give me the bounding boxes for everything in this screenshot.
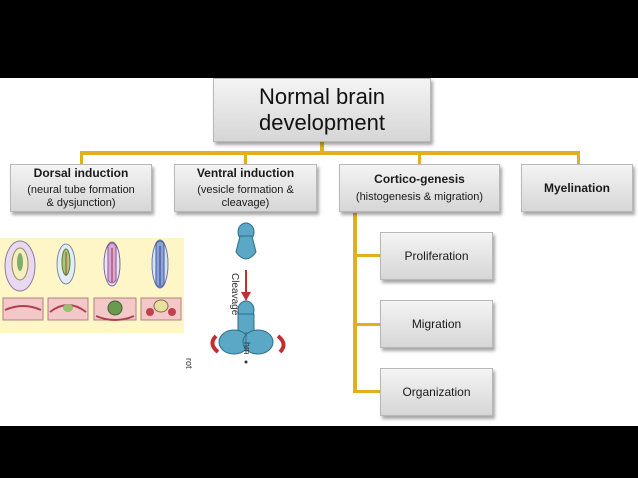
connector-drop-cortico xyxy=(418,151,421,164)
migration-label: Migration xyxy=(411,316,462,331)
dorsal-induction-sub-1: (neural tube formation xyxy=(27,184,135,196)
organization-box: Organization xyxy=(380,368,493,416)
cleavage-arrow-head xyxy=(241,292,251,301)
proliferation-label: Proliferation xyxy=(404,248,469,263)
myelination-box: Myelination xyxy=(521,164,633,212)
title-box: Normal brain development xyxy=(213,78,431,142)
neural-tube-illustration xyxy=(0,238,184,333)
embryo-stage-1-icon xyxy=(4,240,36,292)
single-vesicle-icon xyxy=(235,222,257,260)
ventral-induction-sub-2: cleavage) xyxy=(221,197,270,209)
dorsal-induction-box: Dorsal induction (neural tube formation … xyxy=(10,164,152,212)
connector-drop-dorsal xyxy=(80,151,83,164)
dorsal-induction-title: Dorsal induction xyxy=(33,166,129,180)
midline-dot xyxy=(244,360,248,364)
organization-label: Organization xyxy=(402,384,471,399)
connector-drop-myelination xyxy=(577,151,580,164)
title-line-2: development xyxy=(259,110,385,135)
title-line-1: Normal brain xyxy=(259,84,385,109)
rot-label: rot xyxy=(184,358,194,369)
vesicle-cleavage-illustration xyxy=(210,222,286,364)
myelination-title: Myelination xyxy=(543,180,610,195)
connector-drop-ventral xyxy=(244,151,247,164)
rotation-arrow-left-icon xyxy=(210,334,220,354)
ventral-induction-title: Ventral induction xyxy=(196,166,295,180)
dorsal-induction-sub-2: & dysjunction) xyxy=(46,197,116,209)
migration-box: Migration xyxy=(380,300,493,348)
proliferation-box: Proliferation xyxy=(380,232,493,280)
cortico-genesis-box: Cortico-genesis (histogenesis & migratio… xyxy=(339,164,500,212)
connector-title-stem xyxy=(320,142,324,151)
cortico-genesis-sub-1: (histogenesis & migration) xyxy=(355,191,484,203)
embryo-stage-2-icon xyxy=(56,243,76,285)
divided-vesicle-icon xyxy=(218,300,274,355)
embryo-stage-3-icon xyxy=(103,241,121,287)
cortico-genesis-title: Cortico-genesis xyxy=(374,172,465,186)
connector-branch-migration xyxy=(353,323,381,326)
ventral-induction-box: Ventral induction (vesicle formation & c… xyxy=(174,164,317,212)
slide: Normal brain development Dorsal inductio… xyxy=(0,78,638,426)
ventral-induction-sub-1: (vesicle formation & xyxy=(197,184,294,196)
connector-branch-organization xyxy=(353,390,381,393)
connector-horizontal-bar xyxy=(80,151,580,155)
connector-cortico-vertical xyxy=(353,213,357,393)
hm-label: hm xyxy=(242,342,252,355)
rotation-arrow-right-icon xyxy=(276,334,286,354)
embryo-stage-4-icon xyxy=(151,239,169,289)
connector-branch-proliferation xyxy=(353,254,381,257)
cross-section-strip xyxy=(2,297,182,321)
cleavage-label: Cleavage xyxy=(229,273,240,316)
